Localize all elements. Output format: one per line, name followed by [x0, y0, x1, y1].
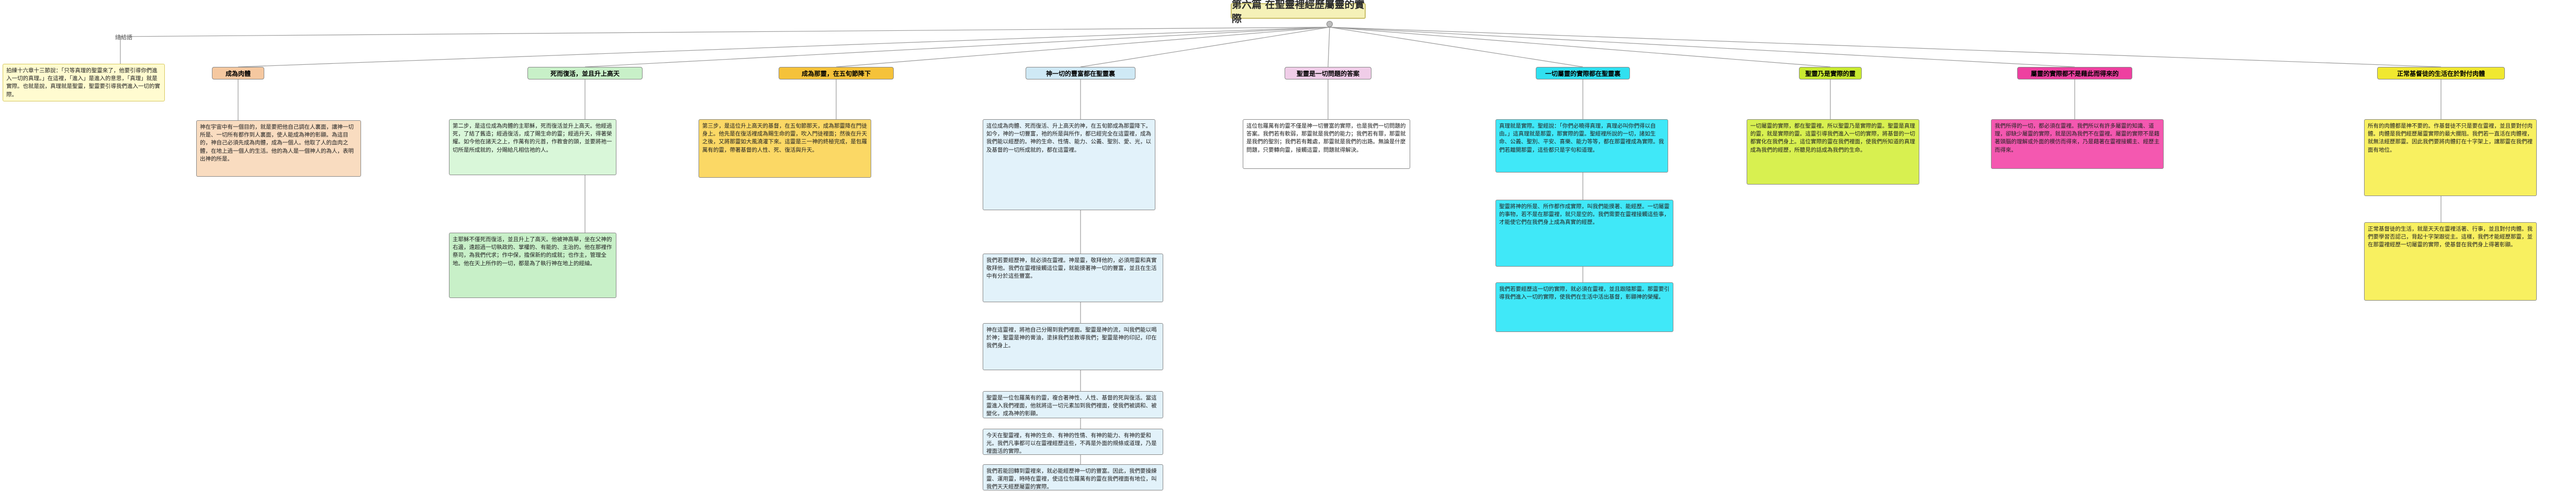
branch-body-normal-life-1: 所有的肉體都是神不要的。作基督徒不只是要在靈裡，並且要對付肉體。肉體是我們經歷屬…: [2364, 119, 2537, 196]
branch-body-riches-1: 這位成為肉體、死而復活、升上高天的神，在五旬節成為那靈降下。如今，神的一切豐富，…: [983, 119, 1155, 210]
branch-header-normal-life[interactable]: 正常基督徒的生活在於對付肉體: [2377, 67, 2505, 79]
branch-body-riches-3: 神在這靈裡，將祂自己分賜到我們裡面。聖靈是神的流，叫我們能以喝於神；聖靈是神的膏…: [983, 323, 1163, 370]
branch-body-riches-5: 今天在聖靈裡，有神的生命、有神的性情、有神的能力、有神的愛和光。我們凡事都可以在…: [983, 429, 1163, 455]
branch-header-riches[interactable]: 神一切的豐富都在聖靈裏: [1026, 67, 1135, 79]
branch-body-not-obtained: 我們所得的一切，都必須在靈裡。我們所以有許多屬靈的知識、道理，卻缺少屬靈的實際，…: [1991, 119, 2164, 169]
summary-note: 拍練十六章十三節說：「只等真理的聖靈來了，他要引導你們進入一切的真理。」在這裡，…: [3, 64, 165, 101]
branch-body-pentecost: 第三步，是這位升上高天的基督，在五旬節那天，成為那靈降在門徒身上。他先是在復活裡…: [699, 119, 871, 178]
branch-header-answer[interactable]: 聖靈是一切問題的答案: [1285, 67, 1371, 79]
edge-branch-3: [836, 27, 1330, 67]
branch-header-resurrection[interactable]: 死而復活，並且升上高天: [527, 67, 643, 79]
edge-branch-6: [1329, 27, 1583, 67]
edge-branch-1: [238, 27, 1330, 67]
branch-body-spirit-of-reality: 一切屬靈的實際，都在聖靈裡。所以聖靈乃是實際的靈。聖靈是真理的靈，就是實際的靈。…: [1747, 119, 1919, 185]
branch-body-resurrection-2: 主耶穌不僅死而復活，並且升上了高天。他被神高舉，坐在父神的右邊，遠超過一切執政的…: [449, 233, 616, 298]
branch-body-normal-life-2: 正常基督徒的生活，就是天天在靈裡活著、行事，並且對付肉體。我們要學習否認己，背起…: [2364, 222, 2537, 301]
branch-body-riches-4: 聖靈是一位包羅萬有的靈，複合著神性、人性、基督的死與復活。當這靈進入我們裡面，他…: [983, 391, 1163, 418]
edge-to-summary: [120, 27, 1330, 37]
branch-body-reality-3: 我們若要經歷這一切的實際，就必須在靈裡，並且跟隨那靈。那靈要引導我們進入一切的實…: [1495, 282, 1673, 332]
branch-body-answer: 這位包羅萬有的靈不僅是神一切豐富的實際，也是我們一切問題的答案。我們若有軟弱，那…: [1243, 119, 1410, 169]
edge-branch-9: [1329, 27, 2442, 67]
branch-body-reality-2: 聖靈將神的所是、所作都作成實際，叫我們能摸著、能經歷。一切屬靈的事物，若不是在那…: [1495, 200, 1673, 267]
branch-body-resurrection-1: 第二步，是這位成為肉體的主耶穌，死而復活並升上高天。他經過死，了結了舊造；經過復…: [449, 119, 616, 175]
branch-header-reality[interactable]: 一切屬靈的實際都在聖靈裏: [1536, 67, 1630, 79]
branch-body-reality-1: 真理就是實際。聖經說：「你們必曉得真理，真理必叫你們得以自由。」這真理就是那靈，…: [1495, 119, 1668, 173]
branch-body-riches-2: 我們若要經歷神，就必須在靈裡。神是靈，敬拜他的，必須用靈和真實敬拜他。我們在靈裡…: [983, 254, 1163, 302]
branch-header-pentecost[interactable]: 成為那靈，在五旬節降下: [779, 67, 894, 79]
branch-header-spirit-of-reality[interactable]: 聖靈乃是實際的靈: [1799, 67, 1862, 79]
edge-branch-4: [1080, 27, 1330, 67]
edge-branch-7: [1329, 27, 1831, 67]
edge-branch-2: [584, 27, 1330, 67]
edge-branch-8: [1329, 27, 2075, 67]
branch-body-incarnation: 神在宇宙中有一個目的，就是要把他自己調在人裏面，讓神一切所是、一切所有都作到人裏…: [196, 120, 361, 177]
branch-body-riches-6: 我們若能回轉到靈裡來，就必能經歷神一切的豐富。因此，我們要操練靈、運用靈，時時在…: [983, 464, 1163, 490]
edge-branch-5: [1328, 27, 1330, 67]
branch-header-incarnation[interactable]: 成為肉體: [212, 67, 264, 79]
summary-tag: 總結語: [115, 34, 132, 41]
root-title: 第六篇 在聖靈裡經歷屬靈的實際: [1231, 0, 1366, 25]
collapse-toggle-icon[interactable]: [1326, 21, 1333, 27]
branch-header-not-obtained[interactable]: 屬靈的實際都不是藉此而得來的: [2017, 67, 2132, 79]
